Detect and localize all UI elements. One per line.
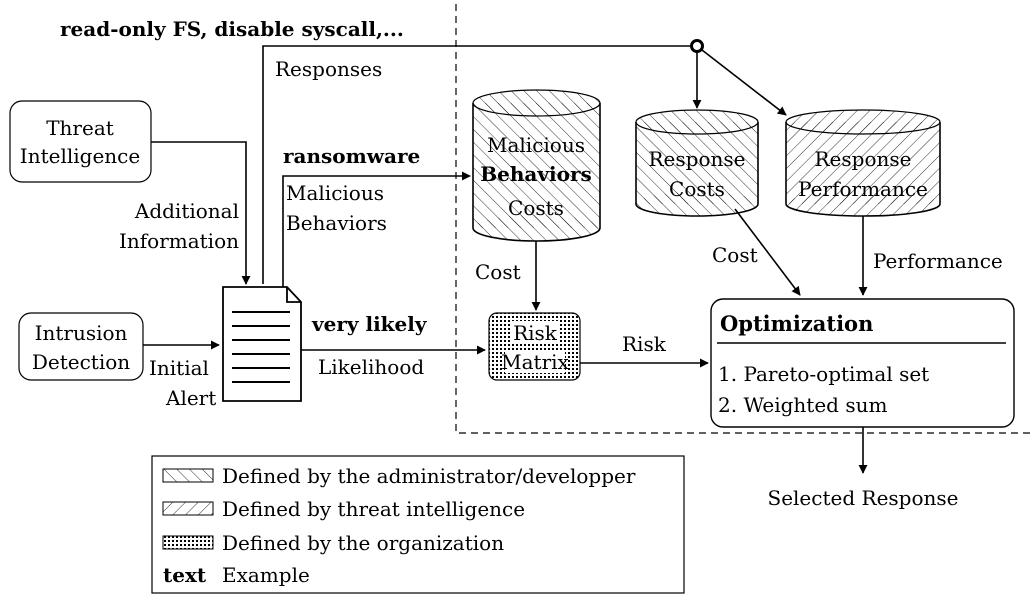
legend-text-example: Example <box>222 563 310 587</box>
db-malicious-line1: Malicious <box>487 133 585 157</box>
malicious-behaviors-line2: Behaviors <box>286 211 387 235</box>
arrow-cost-to-optimization <box>734 208 801 296</box>
responses-line <box>262 45 693 284</box>
risk-matrix-line2: Matrix <box>501 350 569 374</box>
legend-text-bold: text <box>163 563 207 587</box>
junction-node <box>690 39 704 53</box>
legend-swatch-threat <box>162 501 214 516</box>
optimization-item-2: 2. Weighted sum <box>718 393 887 417</box>
db-response-performance-line2: Performance <box>798 177 928 201</box>
arrow-to-malicious-costs <box>282 171 471 287</box>
threat-intelligence-line2: Intelligence <box>20 144 140 168</box>
legend-box <box>151 455 685 594</box>
response-performance-db <box>785 109 941 217</box>
cost-label-right: Cost <box>712 243 758 267</box>
legend-org: Defined by the organization <box>222 531 504 555</box>
very-likely-example: very likely <box>311 312 428 336</box>
additional-information-line1: Additional <box>134 199 239 223</box>
initial-alert-line2: Alert <box>165 386 216 410</box>
db-response-performance-line1: Response <box>815 147 912 171</box>
ransomware-example: ransomware <box>283 144 420 168</box>
cost-label-left: Cost <box>475 260 521 284</box>
malicious-behaviors-line1: Malicious <box>286 181 384 205</box>
db-malicious-line2: Behaviors <box>480 162 591 186</box>
arrow-to-response-performance <box>701 49 787 116</box>
risk-label: Risk <box>622 332 667 356</box>
db-response-costs-line1: Response <box>649 147 746 171</box>
intrusion-detection-line2: Detection <box>32 350 130 374</box>
intrusion-detection-box <box>18 312 144 381</box>
legend-swatch-org <box>162 535 214 550</box>
intrusion-detection-line1: Intrusion <box>35 321 128 345</box>
legend-threat: Defined by threat intelligence <box>222 497 525 521</box>
additional-information-line2: Information <box>119 229 239 253</box>
selected-response-label: Selected Response <box>768 486 959 510</box>
malicious-behaviors-costs-db <box>472 89 601 242</box>
initial-alert-line1: Initial <box>149 356 209 380</box>
threat-intelligence-box <box>9 100 152 183</box>
legend-admin: Defined by the administrator/developper <box>222 464 636 488</box>
optimization-item-1: 1. Pareto-optimal set <box>718 362 929 386</box>
arrow-threat-to-alert <box>151 141 251 285</box>
response-costs-db <box>635 109 759 217</box>
responses-label: Responses <box>275 57 382 81</box>
threat-intelligence-line1: Threat <box>46 116 114 140</box>
alert-document-icon <box>222 286 302 402</box>
example-config-label: read-only FS, disable syscall,... <box>60 17 404 41</box>
legend-swatch-admin <box>162 468 214 483</box>
likelihood-label: Likelihood <box>318 355 424 379</box>
risk-matrix-line1: Risk <box>513 321 558 345</box>
performance-label: Performance <box>873 249 1003 273</box>
db-malicious-line3: Costs <box>508 196 564 220</box>
optimization-title: Optimization <box>720 311 873 336</box>
db-response-costs-line2: Costs <box>669 177 725 201</box>
